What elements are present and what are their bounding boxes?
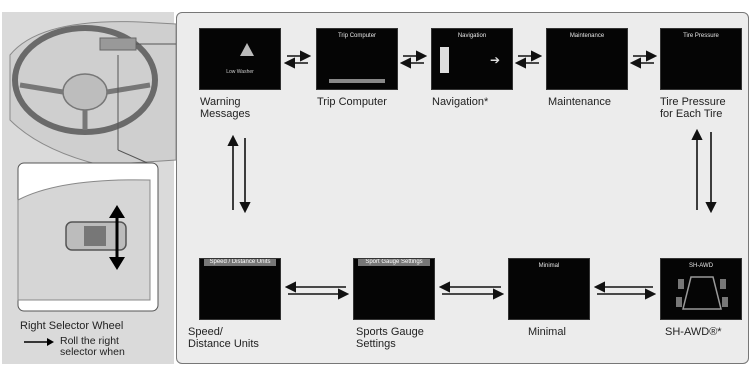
label-navigation: Navigation* xyxy=(432,96,489,108)
screen-map-bar xyxy=(440,47,449,73)
screen-title: Tire Pressure xyxy=(683,33,719,39)
screen-speed-distance: Speed / Distance Units xyxy=(199,258,281,320)
screen-minimal: Minimal xyxy=(508,258,590,320)
steering-wheel-spokes xyxy=(19,82,151,130)
screen-sports-gauge: Sport Gauge Settings xyxy=(353,258,435,320)
instruction-arrow-head xyxy=(47,338,54,346)
selector-wheel-knob xyxy=(84,226,106,246)
screen-sh-awd: SH-AWD xyxy=(660,258,742,320)
steering-wheel-rim xyxy=(12,25,158,135)
screen-tire-pressure: Tire Pressure xyxy=(660,28,742,90)
screen-title: Navigation xyxy=(457,33,487,39)
label-warning-messages: Warning Messages xyxy=(200,96,251,120)
screen-title: Trip Computer xyxy=(337,33,377,39)
screen-title: SH-AWD xyxy=(688,263,714,269)
screen-line: Low Washer xyxy=(226,69,254,75)
roll-arrow-down xyxy=(109,257,125,270)
label-tire-pressure: Tire Pressure for Each Tire xyxy=(660,96,726,120)
instruction-text: Roll the right selector when xyxy=(60,335,125,358)
right-selector-wheel-label: Right Selector Wheel xyxy=(20,320,124,332)
screen-bar xyxy=(329,79,385,83)
label-maintenance: Maintenance xyxy=(548,96,611,108)
label-sports-gauge: Sports Gauge Settings xyxy=(356,326,424,350)
screen-navigation: Navigation ➔ xyxy=(431,28,513,90)
label-speed-distance: Speed/ Distance Units xyxy=(188,326,259,350)
label-sh-awd: SH-AWD®* xyxy=(665,326,722,338)
screen-trip-computer: Trip Computer xyxy=(316,28,398,90)
turn-arrow-icon: ➔ xyxy=(490,53,501,67)
roll-arrow-up xyxy=(109,205,125,218)
screen-title: Minimal xyxy=(538,263,560,269)
screen-warning-messages: Low Washer xyxy=(199,28,281,90)
screen-title: Sport Gauge Settings xyxy=(358,259,430,266)
warning-icon xyxy=(240,43,254,56)
label-minimal: Minimal xyxy=(528,326,566,338)
screen-maintenance: Maintenance xyxy=(546,28,628,90)
awd-car-icon xyxy=(676,276,728,310)
label-trip-computer: Trip Computer xyxy=(317,96,387,108)
screen-title: Speed / Distance Units xyxy=(204,259,276,266)
screen-title: Maintenance xyxy=(569,33,605,39)
